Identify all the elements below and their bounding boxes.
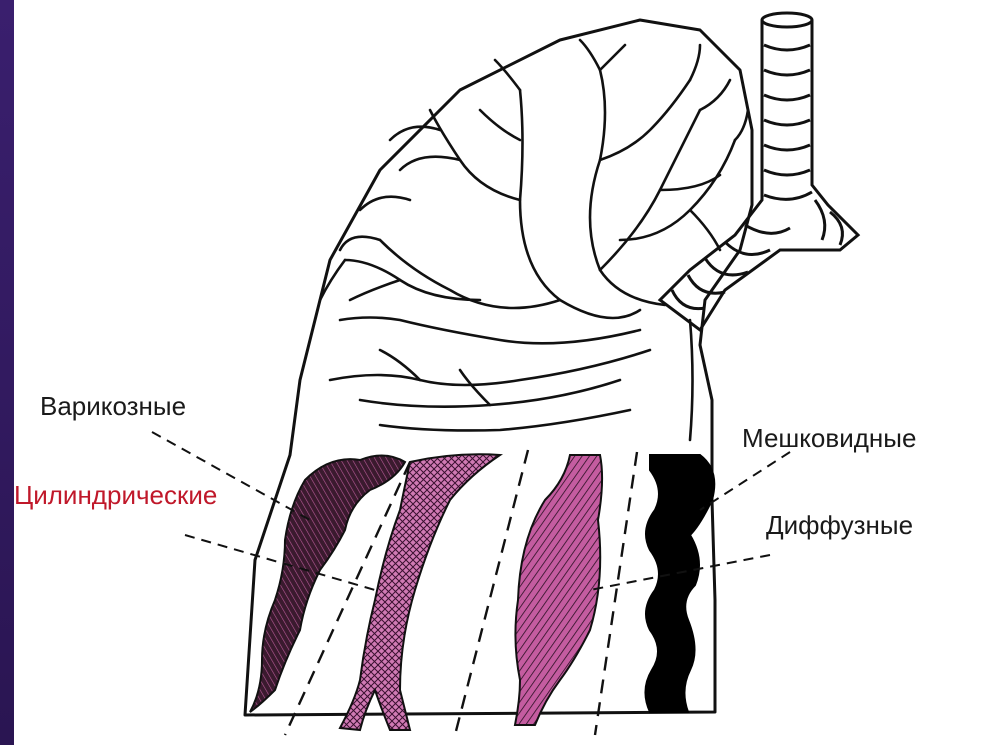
label-saccular: Мешковидные [742, 425, 916, 451]
label-diffuse: Диффузные [766, 512, 913, 538]
label-varicose: Варикозные [40, 393, 186, 419]
label-cylindrical: Цилиндрические [14, 482, 217, 508]
